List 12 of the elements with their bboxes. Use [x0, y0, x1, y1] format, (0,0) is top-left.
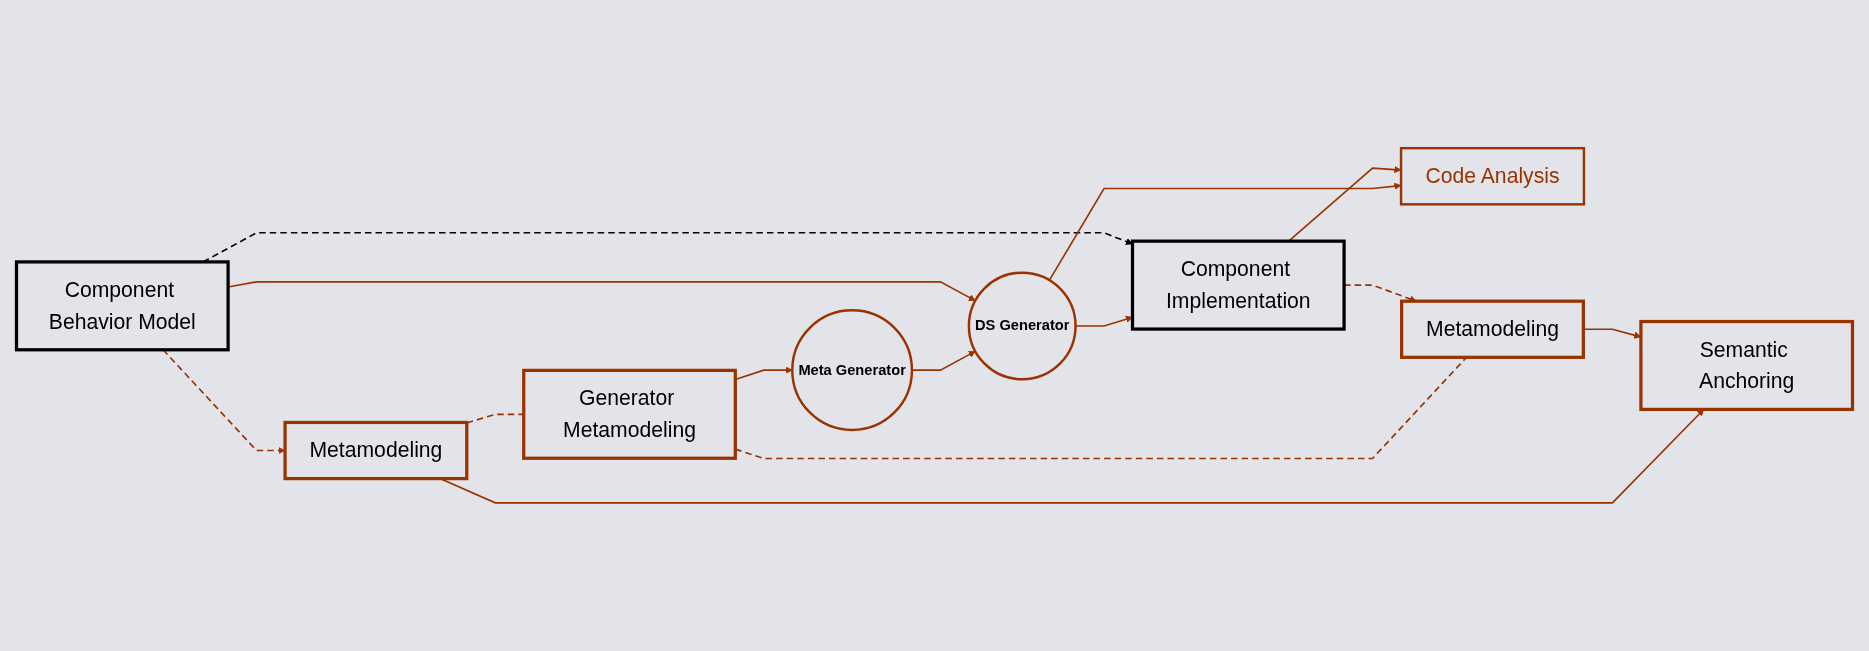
node-circle: Meta Generator: [791, 309, 914, 432]
arrow: [1048, 182, 1402, 281]
node-box: Semantic Anchoring: [1639, 319, 1855, 412]
arrow: [1287, 166, 1402, 242]
node-box: Metamodeling: [1400, 299, 1585, 359]
node-box: Metamodeling: [283, 420, 469, 481]
node-box: Code Analysis: [1399, 146, 1586, 206]
node-box: Component Implementation: [1130, 239, 1346, 331]
node-box: Generator Metamodeling: [522, 368, 737, 460]
node-circle: DS Generator: [967, 271, 1077, 381]
node-box: Component Behavior Model: [14, 260, 230, 352]
arrow: [911, 351, 976, 371]
